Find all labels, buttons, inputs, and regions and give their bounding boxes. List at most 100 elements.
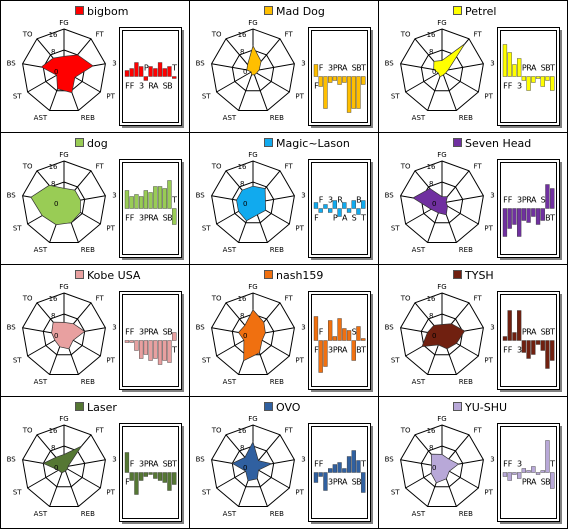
axis-label: FG [248,151,257,159]
bar [361,76,366,85]
ring-label: 0 [54,464,58,472]
bar [148,472,153,475]
bar [139,340,144,359]
bar-plot-area [311,294,368,387]
axis-label: AST [223,114,237,122]
bar-label: F [508,82,513,91]
bar-label: R [148,214,154,223]
bar [318,472,323,477]
bar-label: R [148,328,154,337]
bar-label: R [337,478,343,487]
bar [143,76,148,81]
bar [342,76,347,83]
bar [550,472,555,489]
axis-label: REB [81,246,95,254]
bar-label: S [541,478,546,487]
ring-label: 8 [51,180,55,188]
bar [535,472,541,475]
bar-plot-area [311,30,368,123]
radar-series [40,54,94,94]
axis-label: 3 [301,324,305,332]
bar [507,52,512,77]
bar [540,340,545,351]
ring-label: 8 [240,444,244,452]
axis-label: FT [285,163,294,171]
ring-label: 16 [49,31,58,39]
bar [328,208,333,213]
axis-label: PT [295,489,304,497]
bar [526,340,531,359]
axis-label: 3 [112,456,116,464]
bar-label: S [541,196,546,205]
bar [512,208,517,225]
radar-series [30,184,81,226]
bar-label: F [503,196,508,205]
radar-ring [420,49,464,92]
radar-ring [22,424,106,507]
axis-label: FT [474,31,483,39]
bar [531,208,536,217]
axis-label: PT [295,93,304,101]
radar-ring [211,292,295,375]
bar-label: F [508,460,513,469]
bar [157,62,163,77]
axis-label: FT [285,427,294,435]
axis-label: 3 [490,60,494,68]
axis-label: BS [385,324,395,332]
bar [535,208,541,225]
bar-label: P [144,328,149,337]
bar [124,190,130,209]
bar-label: F [130,214,135,223]
bar-label: B [545,478,551,487]
radar-spoke [441,70,457,111]
bar-label: R [148,460,154,469]
bar-label: F [125,214,130,223]
radar-series [412,188,448,216]
legend-swatch [75,270,84,279]
legend-swatch [264,402,273,411]
axis-label: TO [211,427,222,435]
bar-label: 3 [328,346,333,355]
axis-label: REB [81,114,95,122]
radar-series [430,453,460,484]
bar [361,200,366,209]
axis-label: 3 [490,324,494,332]
bar-label: T [171,460,177,469]
axis-label: PT [484,93,493,101]
player-title: dog [75,137,108,150]
radar-spoke [252,466,290,489]
axis-label: ST [391,489,400,497]
ring-label: 0 [432,68,436,76]
bar [148,66,153,77]
axis-label: 3 [112,192,116,200]
legend-swatch [264,270,273,279]
player-name: dog [87,137,108,150]
player-name: Seven Head [465,137,532,150]
legend-swatch [264,138,273,147]
bar-label: F [319,460,324,469]
bar-label: F [130,328,135,337]
bar-label: S [163,82,168,91]
axis-label: REB [459,246,473,254]
bar [361,472,366,493]
legend-swatch [453,6,462,15]
axis-label: 3 [301,192,305,200]
bar-label: S [163,214,168,223]
bar [517,58,522,77]
bar-label: R [337,64,343,73]
axis-label: FG [437,19,446,27]
bar-label: T [549,214,555,223]
radar-ring [400,424,484,507]
bar-label: 3 [328,64,333,73]
bar [337,462,342,473]
ring-label: 16 [238,427,247,435]
bar-label: A [342,478,348,487]
bar [129,68,134,77]
axis-label: REB [459,114,473,122]
